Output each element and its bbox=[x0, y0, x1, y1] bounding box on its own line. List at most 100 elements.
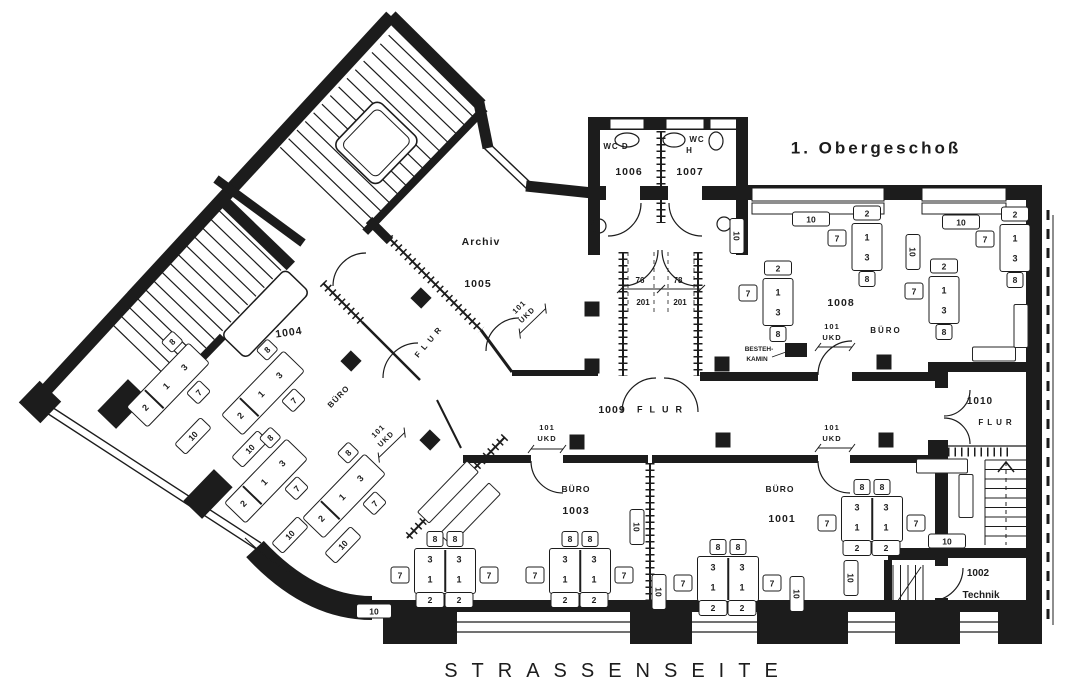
room-1006-number: 1006 bbox=[615, 165, 643, 178]
kamin-note-line2: KAMIN bbox=[746, 355, 768, 363]
desk-number: 8 bbox=[446, 531, 464, 547]
column-marker bbox=[410, 287, 432, 309]
desk-number: 8 bbox=[426, 531, 444, 547]
cabinet-badge: 10 bbox=[651, 574, 667, 610]
cabinet-badge: 10 bbox=[792, 211, 830, 227]
dim-76-left: 76 bbox=[635, 276, 645, 285]
desk-number: 8 bbox=[709, 539, 727, 555]
desk-number: 3 bbox=[562, 554, 568, 565]
cabinet-badge: 10 bbox=[905, 234, 921, 270]
desk-number: 2 bbox=[930, 258, 958, 274]
desk-number: 1 bbox=[864, 232, 870, 243]
floor-title: 1. Obergeschoß bbox=[790, 138, 962, 158]
desk-number: 1 bbox=[1012, 233, 1018, 244]
desk-number: 3 bbox=[883, 502, 889, 513]
furniture-rect bbox=[916, 458, 968, 474]
desk-number: 8 bbox=[853, 479, 871, 495]
desk-divider bbox=[444, 550, 446, 592]
desk-number: 1 bbox=[941, 285, 947, 296]
desk-number: 8 bbox=[561, 531, 579, 547]
desk-number: 3 bbox=[456, 554, 462, 565]
column-marker bbox=[569, 434, 585, 450]
desk-number: 1 bbox=[562, 574, 568, 585]
desk-number: 3 bbox=[739, 562, 745, 573]
desk-number: 2 bbox=[698, 600, 728, 616]
desk-number: 7 bbox=[738, 284, 758, 302]
cabinet-badge: 10 bbox=[789, 576, 805, 612]
cabinet-badge: 10 bbox=[629, 509, 645, 545]
desk-number: 3 bbox=[941, 305, 947, 316]
dim-value: 101 bbox=[824, 423, 840, 432]
desk-number: 7 bbox=[479, 566, 499, 584]
desk-surface bbox=[999, 224, 1031, 272]
desk-number: 2 bbox=[727, 600, 757, 616]
cabinet-badge: 10 bbox=[271, 515, 309, 555]
room-1009-name: FLUR bbox=[637, 404, 689, 415]
room-1008-use: BÜRO bbox=[870, 326, 902, 335]
room-1002-number: 1002 bbox=[966, 568, 990, 579]
desk-number: 2 bbox=[764, 260, 792, 276]
column-marker bbox=[584, 358, 600, 374]
room-1002-name: Technik bbox=[962, 590, 1000, 601]
room-1006-type: WC D bbox=[603, 142, 629, 151]
desk-number: 1 bbox=[775, 287, 781, 298]
desk-surface bbox=[851, 223, 883, 271]
desk-number: 7 bbox=[975, 230, 995, 248]
dim-76-right: 78 bbox=[673, 276, 683, 285]
desk-number: 7 bbox=[827, 229, 847, 247]
dim-value: 101 bbox=[824, 322, 840, 331]
desk-number: 2 bbox=[842, 540, 872, 556]
desk-number: 7 bbox=[906, 514, 926, 532]
furniture-rect bbox=[972, 346, 1016, 362]
cabinet-badge: 10 bbox=[174, 416, 212, 456]
room-1003-number: 1003 bbox=[562, 504, 590, 517]
desk-number: 2 bbox=[871, 540, 901, 556]
desk-number: 7 bbox=[390, 566, 410, 584]
dim-201-right: 201 bbox=[673, 298, 687, 307]
furniture-rect bbox=[1013, 304, 1029, 348]
desk-number: 8 bbox=[935, 324, 953, 340]
desk-number: 1 bbox=[739, 582, 745, 593]
desk-number: 2 bbox=[444, 592, 474, 608]
desk-number: 3 bbox=[775, 307, 781, 318]
desk-number: 8 bbox=[873, 479, 891, 495]
column-marker bbox=[584, 301, 600, 317]
cabinet-badge: 10 bbox=[942, 214, 980, 230]
desk-number: 7 bbox=[762, 574, 782, 592]
desk-number: 8 bbox=[729, 539, 747, 555]
dim-unit: UKD bbox=[537, 433, 557, 443]
room-1010-number: 1010 bbox=[966, 396, 994, 407]
desk-number: 2 bbox=[415, 592, 445, 608]
room-1003-use: BÜRO bbox=[561, 483, 591, 494]
furniture-rect bbox=[958, 474, 974, 518]
desk-number: 7 bbox=[817, 514, 837, 532]
room-1007-number: 1007 bbox=[676, 165, 704, 178]
desk-number: 1 bbox=[854, 522, 860, 533]
desk-number: 7 bbox=[673, 574, 693, 592]
room-1001-use: BÜRO bbox=[765, 483, 795, 494]
desk-number: 7 bbox=[614, 566, 634, 584]
desk-number: 1 bbox=[710, 582, 716, 593]
column-marker bbox=[340, 350, 362, 372]
desk-number: 3 bbox=[1012, 253, 1018, 264]
desk-number: 8 bbox=[581, 531, 599, 547]
desk-number: 7 bbox=[904, 282, 924, 300]
room-1005-number: 1005 bbox=[464, 277, 492, 290]
desk-number: 8 bbox=[1006, 272, 1024, 288]
room-1007-type-line2: H bbox=[686, 146, 692, 155]
room-1008-number: 1008 bbox=[827, 296, 855, 309]
column-marker bbox=[878, 432, 894, 448]
dim-201-left: 201 bbox=[636, 298, 650, 307]
desk-number: 1 bbox=[591, 574, 597, 585]
room-1004-use: BÜRO bbox=[325, 383, 352, 410]
desk-number: 2 bbox=[579, 592, 609, 608]
desk-surface bbox=[762, 278, 794, 326]
desk-number: 2 bbox=[1001, 206, 1029, 222]
